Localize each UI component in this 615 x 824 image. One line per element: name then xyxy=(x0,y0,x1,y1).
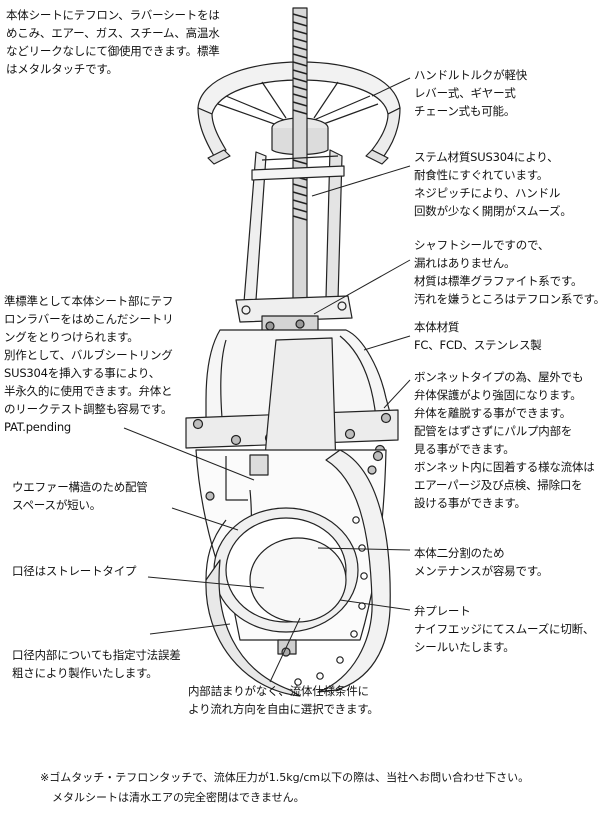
note-line: PAT.pending xyxy=(4,420,72,434)
footer-line: メタルシートは清水エアの完全密閉はできません。 xyxy=(52,791,305,804)
note-line: ハンドルトルクが軽快 xyxy=(414,68,527,82)
note-wafer-structure: ウエファー構造のため配管 スペースが短い。 xyxy=(12,478,148,514)
note-line: 本体材質 xyxy=(414,320,460,334)
footer-line: ※ゴムタッチ・テフロンタッチで、流体圧力が1.5kg/cm以下の際は、当社へお問… xyxy=(40,771,530,784)
valve-body-illustration xyxy=(195,449,387,641)
note-line: 弁体保護がより強固になります。 xyxy=(414,388,582,402)
note-line: 設ける事ができます。 xyxy=(414,496,526,510)
note-line: 見る事ができます。 xyxy=(414,442,515,456)
note-line: のリークテスト調整も容易です。 xyxy=(4,402,173,416)
note-line: 口径内部についても指定寸法誤差 xyxy=(12,648,181,662)
note-line: 回数が少なく開閉がスムーズ。 xyxy=(414,204,572,218)
handwheel-illustration xyxy=(197,61,401,165)
note-line: 本体二分割のため xyxy=(414,546,505,560)
note-line: などリークなしにて御使用できます。標準 xyxy=(6,44,220,58)
note-line: ボンネット内に固着する様な流体は xyxy=(414,460,595,474)
note-line: 粗さにより製作いたします。 xyxy=(12,666,158,680)
note-line: 準標準として本体シート部にテフ xyxy=(4,294,174,308)
note-line: 半永久的に使用できます。弁体と xyxy=(4,384,173,398)
note-line: 配管をはずさずにパルプ内部を xyxy=(414,424,573,438)
note-line: めこみ、エアー、ガス、スチーム、高温水 xyxy=(6,26,220,40)
note-line: ステム材質SUS304により、 xyxy=(414,150,559,164)
note-line: ロンラバーをはめこんだシートリ xyxy=(4,312,174,326)
note-flow-direction: 内部詰まりがなく、流体仕様条件に より流れ方向を自由に選択できます。 xyxy=(188,682,379,718)
footer-notes: ※ゴムタッチ・テフロンタッチで、流体圧力が1.5kg/cm以下の際は、当社へお問… xyxy=(40,768,529,808)
note-line: 材質は標準グラファイト系です。 xyxy=(414,274,583,288)
note-stem-material: ステム材質SUS304により、 耐食性にすぐれています。 ネジピッチにより、ハン… xyxy=(414,148,572,220)
note-line: はメタルタッチです。 xyxy=(6,62,118,76)
note-line: 口径はストレートタイプ xyxy=(12,564,137,578)
note-line: スペースが短い。 xyxy=(12,498,102,512)
note-line: 本体シートにテフロン、ラバーシートをは xyxy=(6,8,220,22)
note-line: メンテナンスが容易です。 xyxy=(414,564,549,578)
note-body-material: 本体材質 FC、FCD、ステンレス製 xyxy=(414,318,542,354)
note-line: ボンネットタイプの為、屋外でも xyxy=(414,370,584,384)
note-line: エアーパージ及び点検、掃除口を xyxy=(414,478,583,492)
note-handle-torque: ハンドルトルクが軽快 レバー式、ギヤー式 チェーン式も可能。 xyxy=(414,66,527,120)
note-line: 別作として、バルブシートリング xyxy=(4,348,173,362)
note-two-piece-body: 本体二分割のため メンテナンスが容易です。 xyxy=(414,544,548,580)
note-bore-tolerance: 口径内部についても指定寸法誤差 粗さにより製作いたします。 xyxy=(12,646,181,682)
note-line: 弁プレート xyxy=(414,604,471,618)
note-line: 耐食性にすぐれています。 xyxy=(414,168,549,182)
note-line: ネジピッチにより、ハンドル xyxy=(414,186,561,200)
note-bonnet-type: ボンネットタイプの為、屋外でも 弁体保護がより強固になります。 弁体を離脱する事… xyxy=(414,368,595,512)
note-line: シールいたします。 xyxy=(414,640,515,654)
note-line: 漏れはありません。 xyxy=(414,256,516,270)
note-seat-ring: 準標準として本体シート部にテフ ロンラバーをはめこんだシートリ ングをとりつけら… xyxy=(4,292,174,436)
note-shaft-seal: シャフトシールですので、 漏れはありません。 材質は標準グラファイト系です。 汚… xyxy=(414,236,605,308)
note-straight-bore: 口径はストレートタイプ xyxy=(12,562,137,580)
note-line: チェーン式も可能。 xyxy=(414,104,516,118)
note-line: SUS304を挿入する事により、 xyxy=(4,366,161,380)
end-flange-illustration xyxy=(205,449,391,697)
note-line: ングをとりつけられます。 xyxy=(4,330,139,344)
note-line: ウエファー構造のため配管 xyxy=(12,480,148,494)
note-line: ナイフエッジにてスムーズに切断、 xyxy=(414,622,595,636)
note-gate-plate: 弁プレート ナイフエッジにてスムーズに切断、 シールいたします。 xyxy=(414,602,594,656)
note-line: FC、FCD、ステンレス製 xyxy=(414,338,542,352)
note-seat-material: 本体シートにテフロン、ラバーシートをは めこみ、エアー、ガス、スチーム、高温水 … xyxy=(6,6,220,78)
note-line: 汚れを嫌うところはテフロン系です。 xyxy=(414,292,605,306)
note-line: 内部詰まりがなく、流体仕様条件に xyxy=(188,684,369,698)
note-line: シャフトシールですので、 xyxy=(414,238,550,252)
note-line: より流れ方向を自由に選択できます。 xyxy=(188,702,379,716)
note-line: レバー式、ギヤー式 xyxy=(414,86,516,100)
leader-lines xyxy=(123,77,411,683)
note-line: 弁体を離脱する事ができます。 xyxy=(414,406,572,420)
